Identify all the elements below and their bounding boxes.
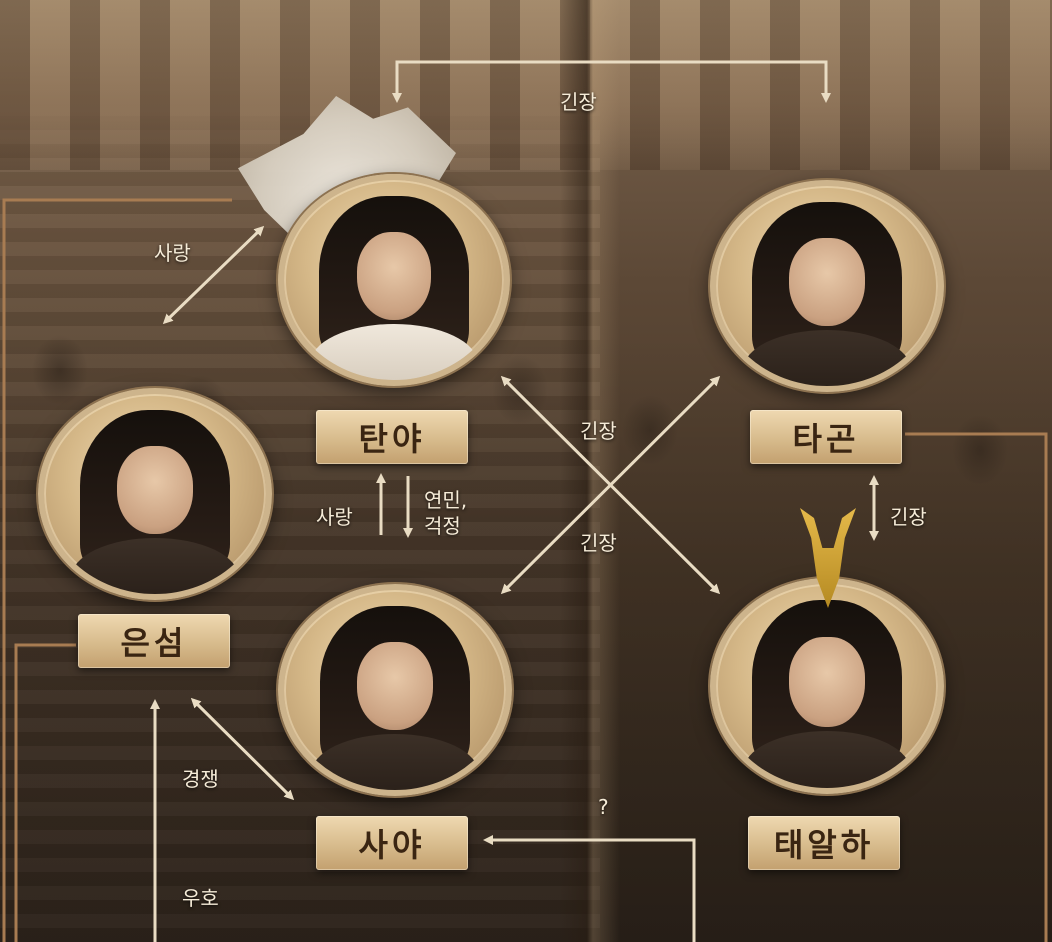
label-question: ? [598,795,609,819]
arrow-top-tension [392,60,831,103]
saya-face [357,642,433,730]
tanya-body [310,324,478,380]
eunseom-face [117,446,193,534]
portrait-taealha [710,578,944,794]
arrow-love-eunseom-tanya [162,225,265,325]
label-tanya-to-saya-line2: 걱정 [424,514,461,538]
label-love-eunseom-tanya: 사랑 [154,241,191,265]
background-city [0,0,1052,170]
label-cross-upper: 긴장 [580,419,617,443]
portrait-eunseom [38,388,272,600]
label-top-tension: 긴장 [560,90,597,114]
arrow-eunseom-saya [190,697,295,801]
tagon-face [789,238,865,326]
name-plate-tanya: 탄야 [316,410,468,464]
saya-body [310,734,480,790]
portrait-tagon [710,180,944,392]
taealha-face [789,637,865,727]
frame-lines [2,198,1048,942]
tagon-body [742,330,912,386]
name-plate-eunseom: 은섬 [78,614,230,668]
name-plate-saya: 사야 [316,816,468,870]
label-tanya-to-saya-line1: 연민, [424,488,468,512]
arrow-cross-saya-tagon [500,375,721,595]
name-plate-tagon: 타곤 [750,410,902,464]
label-tanya-to-saya: 연민, 걱정 [424,487,494,539]
eunseom-body [70,538,240,594]
arrow-question [483,835,696,942]
label-saya-to-tanya: 사랑 [316,505,353,529]
name-plate-taealha: 태알하 [748,816,900,870]
label-cross-lower: 긴장 [580,531,617,555]
label-tagon-taealha: 긴장 [890,505,927,529]
tanya-face [356,232,432,320]
portrait-tanya [278,174,510,386]
portrait-saya [278,584,512,796]
label-eunseom-saya: 경쟁 [182,767,219,791]
label-friendship: 우호 [182,886,219,910]
